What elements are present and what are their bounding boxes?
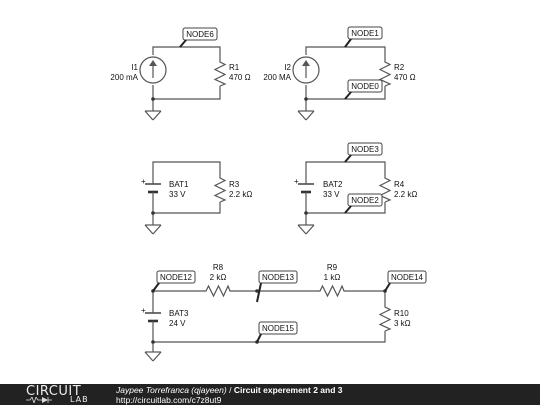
bat1-value: 33 V [169,190,186,199]
r4-name: R4 [394,180,405,189]
r2-name: R2 [394,63,405,72]
i1-value: 200 mA [110,73,138,82]
author-link[interactable]: Jaypee Torrefranca (qjayeen) [116,385,227,395]
svg-text:NODE15: NODE15 [262,324,295,333]
r9-value: 1 kΩ [324,273,341,282]
svg-text:NODE2: NODE2 [351,196,379,205]
r10-name: R10 [394,309,409,318]
svg-text:NODE12: NODE12 [160,273,193,282]
circuit-3: + BAT1 33 V R3 2.2 kΩ [141,161,252,235]
node-label-node14[interactable]: NODE14 [384,270,427,292]
svg-text:NODE1: NODE1 [351,29,379,38]
circuit-title: Circuit experement 2 and 3 [233,385,343,395]
ground-icon [144,110,162,121]
ground-icon [144,224,162,235]
circuitlab-logo-text: CIRCUIT [26,384,82,399]
node-label-node13[interactable]: NODE13 [256,270,298,303]
i1-name: I1 [131,63,138,72]
r8-value: 2 kΩ [210,273,227,282]
bat3-name: BAT3 [169,309,189,318]
node-label-node2[interactable]: NODE2 [344,193,383,214]
r8-name: R8 [213,263,224,272]
circuit-2: I2 200 MA R2 470 Ω NODE1 NODE0 [263,26,416,121]
bat1-battery[interactable] [145,178,161,196]
svg-text:NODE6: NODE6 [186,30,214,39]
node-label-node3[interactable]: NODE3 [344,142,383,163]
ground-icon [297,110,315,121]
ground-icon [144,351,162,362]
bat2-name: BAT2 [323,180,343,189]
svg-text:NODE0: NODE0 [351,82,379,91]
circuitlab-logo-mark [26,397,52,403]
node-label-node0[interactable]: NODE0 [344,79,383,100]
r8-resistor[interactable] [204,284,232,298]
r10-value: 3 kΩ [394,319,411,328]
i1-current-source[interactable] [139,56,167,84]
i2-name: I2 [284,63,291,72]
node-label-node1[interactable]: NODE1 [344,26,383,48]
svg-text:NODE14: NODE14 [391,273,424,282]
r1-resistor[interactable] [213,60,227,87]
r3-resistor[interactable] [213,176,227,203]
node-label-node15[interactable]: NODE15 [256,321,298,343]
bat1-name: BAT1 [169,180,189,189]
svg-text:NODE3: NODE3 [351,145,379,154]
circuitlab-logo-subtext: LAB [70,395,89,404]
bat2-value: 33 V [323,190,340,199]
i2-current-source[interactable] [292,56,320,84]
r9-resistor[interactable] [318,284,346,298]
circuit-1: I1 200 mA R1 470 Ω NODE6 [110,27,251,121]
circuit-5: + BAT3 24 V R8 2 kΩ R9 1 kΩ R10 3 kΩ NOD… [141,263,427,362]
plus-sign: + [141,177,146,186]
r1-name: R1 [229,63,240,72]
plus-sign: + [141,306,146,315]
r2-resistor[interactable] [378,60,392,87]
svg-text:NODE13: NODE13 [262,273,295,282]
r4-value: 2.2 kΩ [394,190,417,199]
footer-attribution: Jaypee Torrefranca (qjayeen) / Circuit e… [116,385,342,395]
bat3-value: 24 V [169,319,186,328]
r2-value: 470 Ω [394,73,416,82]
plus-sign: + [294,177,299,186]
ground-icon [297,224,315,235]
r1-value: 470 Ω [229,73,251,82]
node-label-node6[interactable]: NODE6 [179,27,218,48]
r4-resistor[interactable] [378,176,392,203]
footer-bar: CIRCUIT LAB Jaypee Torrefranca (qjayeen)… [0,384,540,405]
r10-resistor[interactable] [378,305,392,332]
r3-name: R3 [229,180,240,189]
i2-value: 200 MA [263,73,291,82]
r9-name: R9 [327,263,338,272]
r3-value: 2.2 kΩ [229,190,252,199]
node-label-node12[interactable]: NODE12 [152,270,196,292]
circuit-4: + BAT2 33 V R4 2.2 kΩ NODE3 NODE2 [294,142,417,235]
circuit-url[interactable]: http://circuitlab.com/c7z8ut9 [116,395,222,405]
bat2-battery[interactable] [298,178,314,196]
bat3-battery[interactable] [145,307,161,325]
separator: / [226,385,234,395]
schematic-canvas: I1 200 mA R1 470 Ω NODE6 I2 200 MA R2 47… [110,26,427,362]
